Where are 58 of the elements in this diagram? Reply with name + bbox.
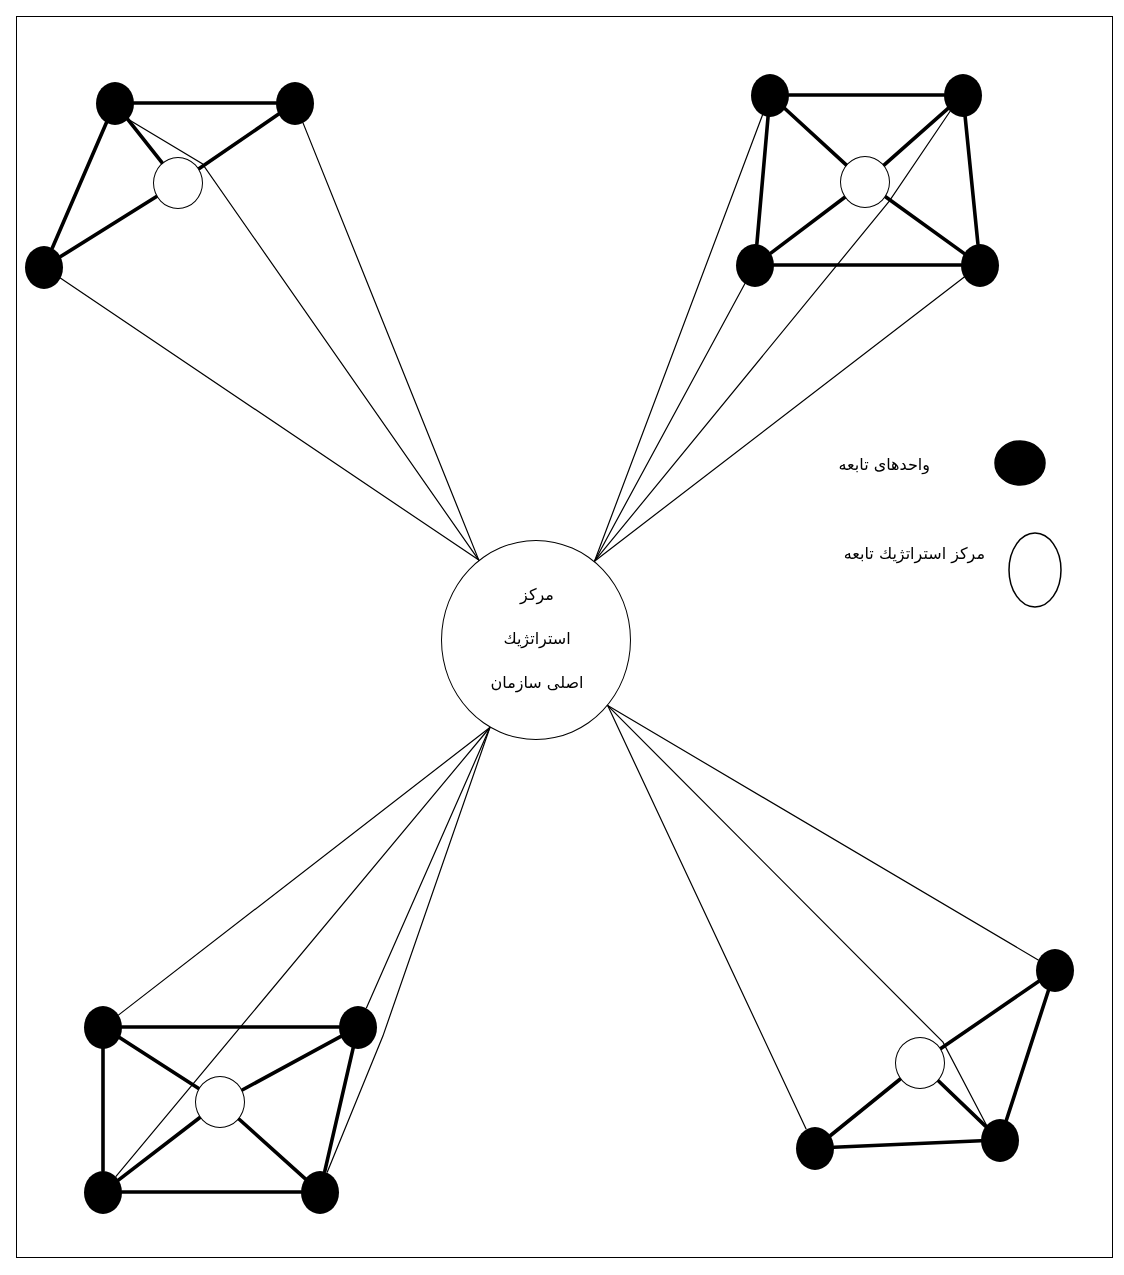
connector-line [132, 101, 278, 105]
filled-circle [751, 73, 789, 117]
connector-line [772, 263, 963, 267]
filled-circle [981, 1118, 1019, 1162]
connector-line [607, 705, 987, 1126]
connector-line [125, 117, 164, 165]
connector-line [237, 1117, 307, 1181]
connector-line [755, 114, 770, 246]
filled-circle [84, 1170, 122, 1214]
connector-line [607, 705, 807, 1130]
filled-circle [84, 1005, 122, 1049]
connector-line [828, 1077, 903, 1138]
connector-line [115, 726, 491, 1177]
filled-circle [944, 73, 982, 117]
connector-line [59, 277, 480, 561]
filled-circle [961, 243, 999, 287]
open-circle [840, 156, 890, 208]
connector-line [593, 110, 951, 562]
legend-label: واحدهای تابعه [838, 455, 930, 474]
connector-line [1004, 988, 1051, 1122]
open-circle [153, 157, 203, 209]
connector-line [883, 195, 966, 256]
filled-circle [96, 81, 134, 125]
filled-circle [25, 245, 63, 289]
connector-line [302, 122, 480, 561]
connector-line [882, 106, 950, 167]
connector-line [117, 1035, 201, 1091]
connector-line [783, 106, 848, 167]
filled-circle [339, 1005, 377, 1049]
connector-line [58, 194, 159, 259]
filled-circle [276, 81, 314, 125]
connector-line [116, 1115, 202, 1182]
connector-line [769, 195, 847, 255]
connector-line [50, 120, 109, 250]
connector-line [365, 726, 491, 1009]
connector-line [963, 114, 980, 246]
connector-line [593, 276, 965, 562]
connector-line [197, 112, 281, 171]
connector-line [323, 1046, 355, 1173]
legend-label: مرکز استراتژیك تابعه [843, 544, 985, 563]
connector-line [240, 1034, 343, 1092]
filled-circle [736, 243, 774, 287]
connector-line [101, 1046, 105, 1173]
filled-circle [1036, 948, 1074, 992]
connector-line [120, 1025, 341, 1029]
node-label: مرکز استراتژیك اصلی سازمان [489, 584, 585, 695]
filled-circle [796, 1126, 834, 1170]
connector-line [787, 93, 946, 97]
connector-line [936, 1078, 988, 1128]
open-circle [195, 1076, 245, 1128]
connector-line [120, 1190, 303, 1194]
open-circle [895, 1037, 945, 1089]
connector-line [593, 114, 764, 562]
connector-line [607, 705, 1039, 961]
connector-line [326, 726, 491, 1173]
filled-circle [301, 1170, 339, 1214]
connector-line [939, 979, 1041, 1051]
connector-line [832, 1139, 983, 1149]
